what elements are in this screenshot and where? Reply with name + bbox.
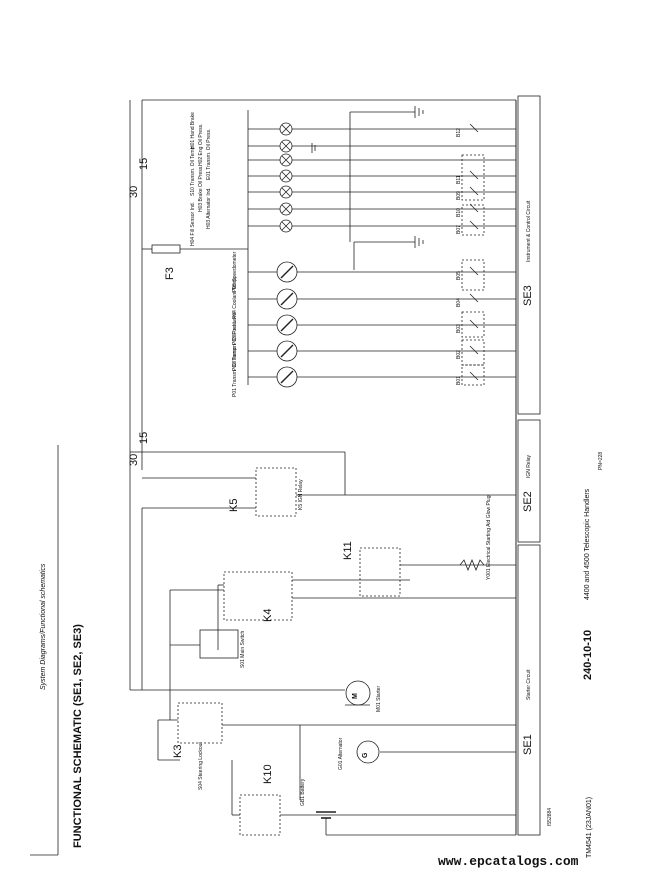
bus-label-30-lower: 30 (128, 453, 140, 466)
switch-contact (469, 203, 479, 213)
relay-k11-box (359, 547, 401, 597)
alternator-circle (356, 740, 380, 764)
ground-symbols (311, 106, 424, 248)
bus-label-15-lower: 15 (138, 431, 150, 444)
bus-label-15: 15 (138, 157, 150, 170)
switch-contact (469, 123, 479, 133)
battery-label: GB1 Battery (300, 778, 306, 806)
switch-label-b01: B01 (456, 376, 462, 385)
relay-k4-box (223, 571, 293, 621)
k5-ign-relay-label: K5 IGN Relay (298, 479, 304, 510)
lamp-label-h03b: H03 Alternator Ind. (206, 187, 212, 229)
lamp-label-e01: E01 Transm. Oil Press. (206, 128, 212, 180)
section-box-se1 (517, 544, 541, 836)
instrument-gauges (276, 261, 298, 388)
footer-page: PN=228 (598, 451, 604, 470)
steering-label: S04 Steering Lockout (198, 742, 204, 790)
glow-plug-resistor (459, 558, 485, 572)
switch-label-b02: B02 (456, 350, 462, 359)
switch-contact (469, 371, 479, 381)
page-title: FUNCTIONAL SCHEMATIC (SE1, SE2, SE3) (72, 624, 84, 848)
footer-product: 4400 and 4500 Telescopic Handlers (584, 488, 591, 600)
relay-k3-box (177, 702, 223, 744)
footer-page-code: 240-10-10 (582, 629, 594, 680)
relay-label-k3: K3 (172, 744, 184, 758)
lamp-s10 (279, 169, 293, 183)
switch-label-b12: B12 (456, 128, 462, 137)
gauge-p03 (276, 314, 298, 336)
starter-symbol: M (352, 693, 359, 699)
section-name-se2: IGN Relay (526, 454, 532, 478)
gauge-p01 (276, 366, 298, 388)
ground-icon (311, 143, 316, 153)
solenoid-label: Y001 Electrical Starting Aid Glow Plug (486, 495, 492, 581)
lamp-h03b (279, 202, 293, 216)
sensor-switch-contacts (469, 123, 479, 381)
section-name-se3: Instrument & Control Circuit (526, 200, 532, 262)
gauge-label-p05: P05 Speedometer (232, 251, 238, 292)
switch-contact (469, 220, 479, 230)
section-tag-se3: SE3 (522, 285, 534, 306)
switch-label-b11: B11 (456, 175, 462, 184)
switch-label-b10: B10 (456, 208, 462, 217)
lamp-label-h03: H03 Brake Oil Press. (198, 165, 204, 212)
section-tag-se2: SE2 (522, 491, 534, 512)
footer-manual: TM4541 (23JAN01) (586, 796, 593, 858)
relay-label-k4: K4 (262, 608, 274, 622)
alternator-label: G01 Alternator (338, 737, 344, 770)
switch-contact (469, 170, 479, 180)
section-box-se2 (517, 419, 541, 543)
relay-label-k11: K11 (342, 541, 354, 560)
relay-k5-box (255, 467, 297, 517)
indicator-lamps (279, 122, 293, 233)
lamp-label-h04: H04 Fill Sensor Ind. (190, 202, 196, 246)
main-switch-box (199, 629, 239, 659)
lamp-h03 (279, 185, 293, 199)
switch-contact (469, 186, 479, 196)
switch-label-b07: B07 (456, 225, 462, 234)
ground-icon (414, 106, 424, 118)
switch-label-b04: B04 (456, 298, 462, 307)
starter-label: M01 Starter (376, 685, 382, 712)
section-tag-se1: SE1 (522, 734, 534, 755)
lamp-label-h02: H02 Eng Oil Press. (198, 123, 204, 166)
fuse-f3 (151, 244, 181, 254)
switch-contact (469, 293, 479, 303)
relay-label-k10: K10 (262, 764, 274, 784)
section-name-se1: Starter Circuit (526, 669, 532, 700)
figure-id: I552884 (547, 807, 553, 826)
lamp-e01 (279, 153, 293, 167)
switch-label-b05: B05 (456, 271, 462, 280)
lamp-h02 (279, 139, 293, 153)
section-box-se3 (517, 95, 541, 415)
lamp-h01 (279, 122, 293, 136)
switch-contact (469, 345, 479, 355)
ground-icon (414, 236, 424, 248)
lamp-h04 (279, 219, 293, 233)
switch-contact (469, 266, 479, 276)
lamp-label-s10: S10 Transm. Oil Temp. (190, 145, 196, 196)
header-section-label: System Diagrams/Functional schematics (40, 563, 47, 690)
main-switch-label: S01 Main Switch (240, 630, 246, 668)
sensor-switch-boxes (461, 154, 485, 386)
alternator-symbol: G (362, 752, 369, 758)
gauge-p04 (276, 288, 298, 310)
switch-label-b09: B09 (456, 191, 462, 200)
gauge-p05 (276, 261, 298, 283)
switch-label-b03: B03 (456, 324, 462, 333)
bus-label-30: 30 (128, 185, 140, 198)
lamp-rows (248, 128, 516, 227)
fuse-label: F3 (164, 267, 176, 280)
switch-contact (469, 319, 479, 329)
gauge-p02 (276, 340, 298, 362)
lamp-label-h01: H01 Hand Brake (190, 112, 196, 149)
relay-k10-box (239, 794, 281, 836)
watermark-url: www.epcatalogs.com (438, 854, 579, 869)
relay-label-k5: K5 (228, 498, 240, 512)
